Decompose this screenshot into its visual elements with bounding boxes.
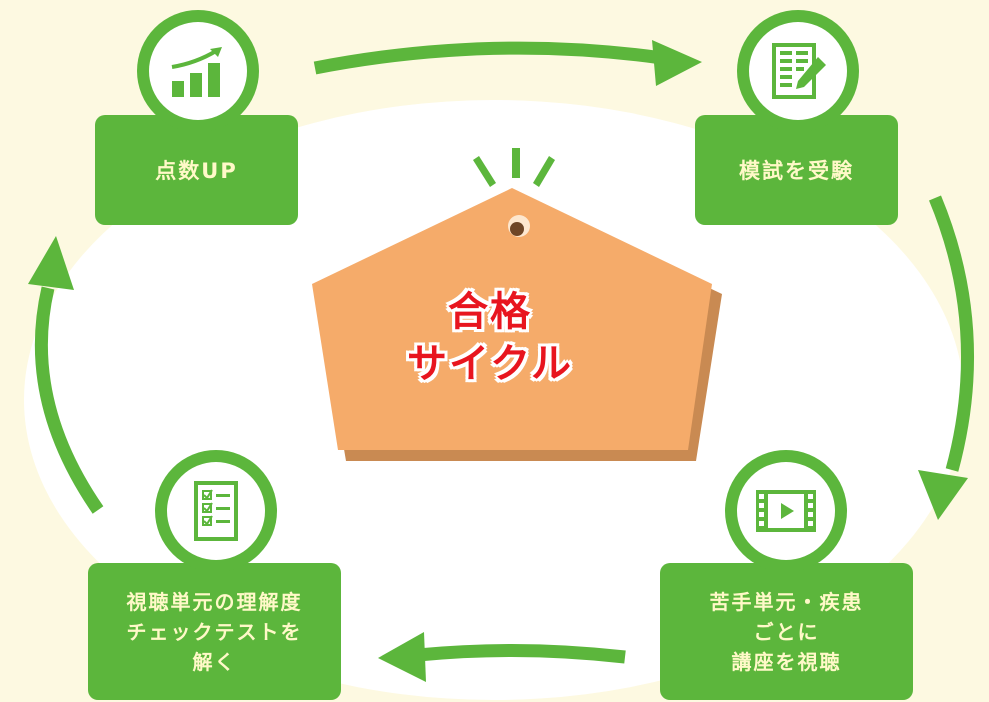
ray-center [512,148,520,178]
video-icon [725,450,847,572]
step-check-test-line1: 視聴単元の理解度 [126,589,303,614]
checklist-icon [155,450,277,572]
arrow-top [313,41,663,75]
step-check-test-line3: 解く [192,649,237,674]
checklist-glyph [194,481,238,541]
step-watch-lectures-line1: 苦手単元・疾患 [709,589,864,614]
step-watch-lectures: 苦手単元・疾患 ごとに 講座を視聴 [660,563,913,700]
arrow-bottom-head [378,632,426,682]
arrow-right-head [918,470,968,520]
ema-body [312,188,712,450]
arrow-right [928,195,975,472]
step-watch-lectures-line3: 講座を視聴 [731,649,842,674]
chart-up-icon [137,10,259,132]
ema-hole-shadow [510,222,524,236]
step-mock-exam-label: 模試を受験 [739,159,854,183]
step-check-test: 視聴単元の理解度 チェックテストを 解く [88,563,341,700]
arrow-top-head [652,40,702,86]
step-watch-lectures-line2: ごとに [753,619,820,644]
step-mock-exam: 模試を受験 [695,115,898,225]
document-pen-glyph [772,43,826,99]
step-score-up: 点数UP [95,115,298,225]
arrow-left [34,286,104,514]
ema-title-line1: 合格 [448,289,532,335]
step-score-up-label: 点数UP [155,159,238,183]
light-rays [473,148,555,187]
arrow-left-head [28,236,74,290]
chart-up-glyph [171,47,222,97]
ray-left [473,156,496,187]
ema-plaque [312,188,722,461]
ema-title-line2: サイクル [407,341,573,387]
step-check-test-line2: チェックテストを [126,619,303,644]
document-pen-icon [737,10,859,132]
arrow-bottom [417,643,626,664]
arrow-heads [28,40,968,682]
cycle-arrows [34,41,975,664]
ray-right [533,156,555,187]
video-glyph [756,490,816,532]
